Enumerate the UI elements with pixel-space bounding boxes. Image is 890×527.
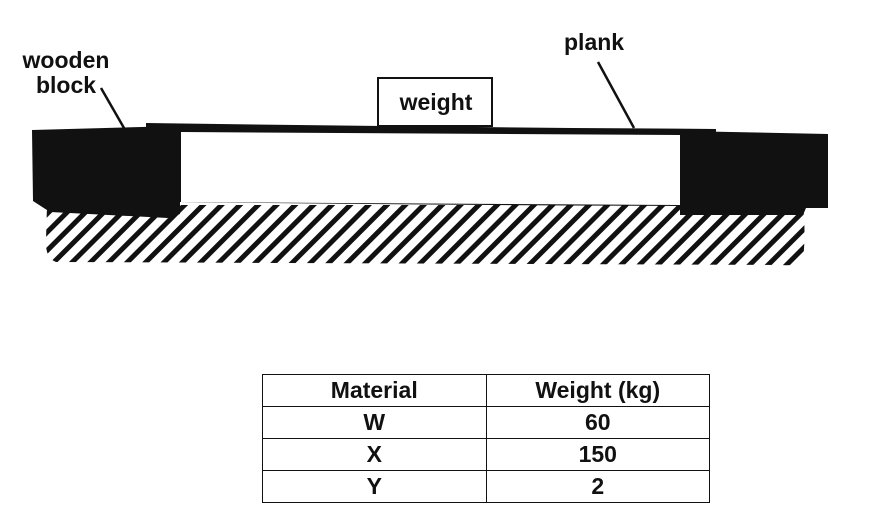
- plank-label: plank: [564, 29, 625, 55]
- wooden-block-label-line2: block: [35, 72, 97, 98]
- right-wooden-block: [680, 131, 828, 215]
- wooden-block-label: wooden block: [18, 48, 114, 98]
- left-wooden-block: [32, 126, 180, 218]
- header-material: Material: [262, 374, 487, 407]
- plank-face: [181, 132, 680, 205]
- table-row: W 60: [262, 406, 710, 439]
- table-row: Y 2: [262, 470, 710, 503]
- wooden-block-label-line1: wooden: [22, 47, 110, 73]
- material-cell: W: [262, 406, 487, 439]
- material-cell: X: [262, 438, 487, 471]
- ground: [45, 205, 805, 266]
- diagram-drawing: [32, 61, 828, 266]
- table-header-row: Material Weight (kg): [262, 374, 710, 407]
- plank-leader-line: [596, 61, 636, 129]
- wooden-block-leader-line: [99, 87, 126, 129]
- weight-cell: 150: [485, 438, 710, 471]
- material-cell: Y: [262, 470, 487, 503]
- table-row: X 150: [262, 438, 710, 471]
- header-weight: Weight (kg): [485, 374, 710, 407]
- weight-box: [377, 77, 493, 127]
- weight-cell: 60: [485, 406, 710, 439]
- weight-cell: 2: [485, 470, 710, 503]
- materials-table: Material Weight (kg) W 60 X 150 Y 2: [262, 374, 710, 503]
- weight-label: weight: [399, 88, 473, 115]
- plank-diagram: wooden block plank weight: [18, 29, 828, 266]
